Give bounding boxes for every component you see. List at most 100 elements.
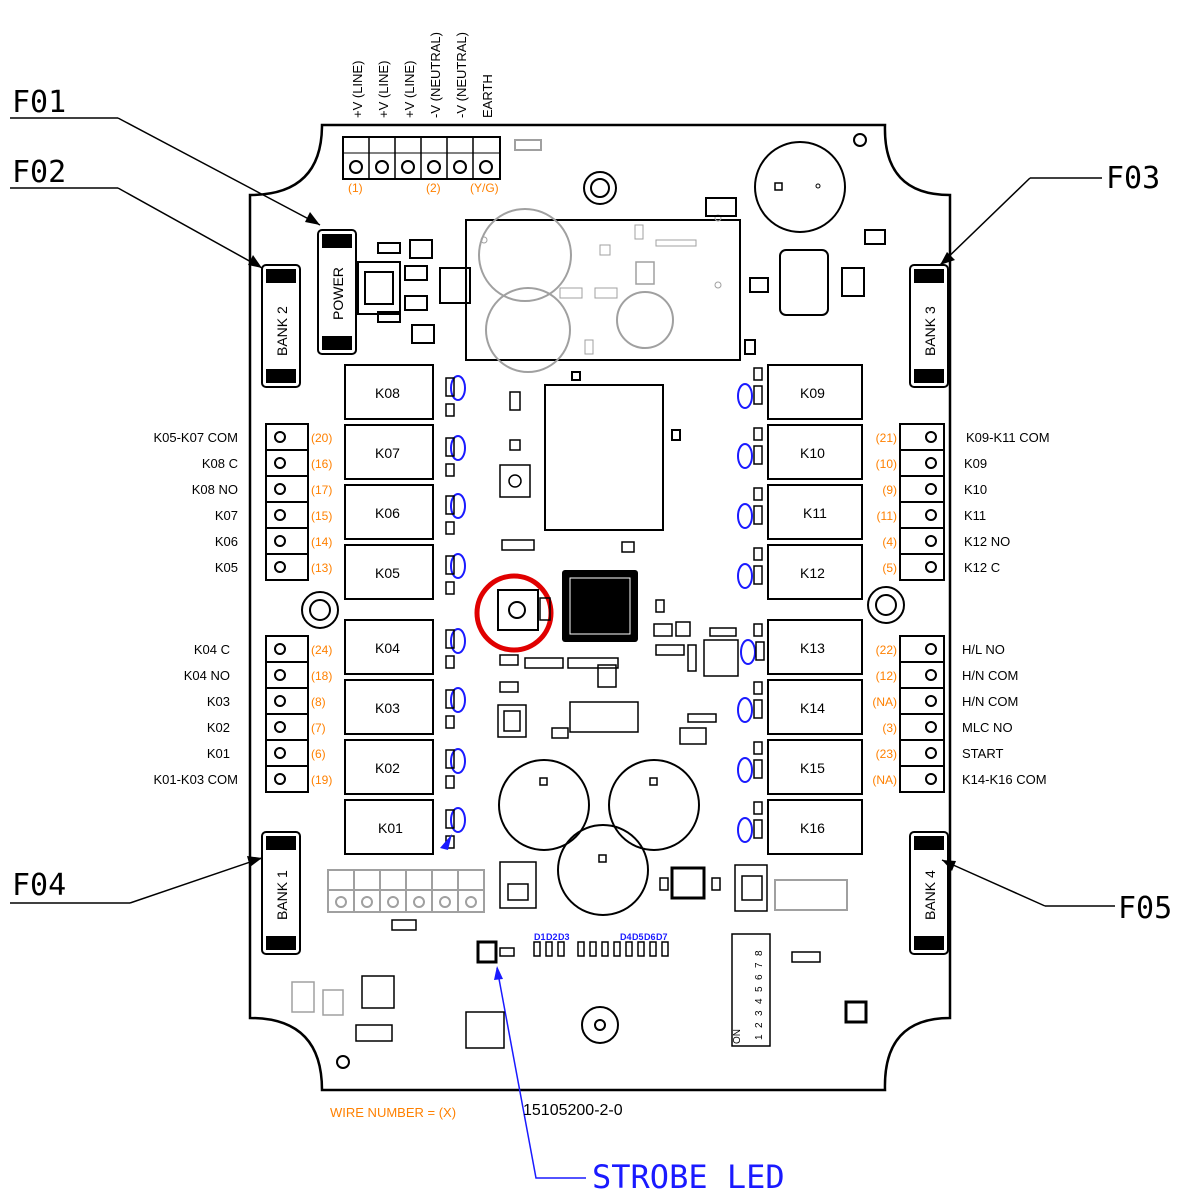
relay-k02: K02 [344,739,434,795]
svg-text:K06: K06 [215,534,238,549]
callout-strobe-led: STROBE LED [494,966,785,1194]
svg-text:(14): (14) [311,535,332,549]
svg-text:(NA): (NA) [872,695,897,709]
svg-text:K12 NO: K12 NO [964,534,1010,549]
svg-text:K06: K06 [375,505,400,521]
led-row [533,941,669,957]
svg-text:ON: ON [732,1029,743,1044]
svg-text:(11): (11) [877,509,897,523]
svg-text:(15): (15) [311,509,332,523]
svg-text:(NA): (NA) [872,773,897,787]
fuse-bank-2: BANK 2 [261,264,301,388]
svg-text:(20): (20) [311,431,332,445]
relay-k09: K09 [767,364,863,420]
power-components [357,139,886,355]
fuse-bank-1: BANK 1 [261,831,301,955]
svg-text:6: 6 [754,974,765,980]
svg-text:8: 8 [754,950,765,956]
callout-f04: F04 [10,856,263,904]
svg-text:K09: K09 [800,385,825,401]
svg-text:F03: F03 [1106,161,1160,196]
wire-number-note: WIRE NUMBER = (X) [330,1105,456,1120]
svg-text:K10: K10 [964,482,987,497]
svg-text:BANK 4: BANK 4 [922,870,938,920]
svg-text:(18): (18) [311,669,332,683]
svg-text:D7: D7 [656,932,668,942]
right-upper-wires: (21) (10) (9) (11) (4) (5) [876,431,897,575]
svg-text:(9): (9) [882,483,897,497]
display-module [544,371,681,531]
svg-text:K01: K01 [378,820,403,836]
svg-text:STROBE LED: STROBE LED [592,1158,785,1194]
svg-text:K10: K10 [800,445,825,461]
svg-text:(22): (22) [876,643,897,657]
lower-parts [291,861,868,1049]
svg-text:(7): (7) [311,721,326,735]
svg-text:K12: K12 [800,565,825,581]
left-lower-labels: K04 C K04 NO K03 K02 K01 K01-K03 COM [153,642,238,787]
relay-k16: K16 [767,799,863,855]
svg-text:+V (LINE): +V (LINE) [350,61,365,118]
mounting-holes [301,133,905,1069]
svg-text:5: 5 [754,986,765,992]
svg-text:(17): (17) [311,483,332,497]
terminal-left-upper [265,423,309,581]
svg-text:H/N COM: H/N COM [962,668,1018,683]
top-terminal-labels: +V (LINE) +V (LINE) +V (LINE) -V (NEUTRA… [350,32,495,118]
relay-k07: K07 [344,424,434,480]
relay-leds-left [450,375,466,833]
top-terminal-block [342,136,501,180]
svg-text:(3): (3) [882,721,897,735]
left-upper-labels: K05-K07 COM K08 C K08 NO K07 K06 K05 [153,430,238,575]
terminal-left-lower [265,635,309,793]
svg-text:D6: D6 [644,932,656,942]
svg-text:(5): (5) [882,561,897,575]
svg-text:1: 1 [754,1034,765,1040]
svg-text:D4: D4 [620,932,632,942]
svg-text:BANK 2: BANK 2 [274,306,290,356]
svg-text:-V (NEUTRAL): -V (NEUTRAL) [428,32,443,118]
led-marker [440,834,452,850]
relay-k11: K11 [767,484,863,540]
svg-text:K02: K02 [375,760,400,776]
relay-k04: K04 [344,619,434,675]
svg-text:K05: K05 [375,565,400,581]
svg-text:D3: D3 [558,932,570,942]
fuse-bank-4: BANK 4 [909,831,949,955]
svg-text:K07: K07 [375,445,400,461]
svg-text:3: 3 [754,1010,765,1016]
svg-text:(12): (12) [876,669,897,683]
svg-text:(23): (23) [876,747,897,761]
svg-text:K08 C: K08 C [202,456,238,471]
svg-text:D5: D5 [632,932,644,942]
relay-k13: K13 [767,619,863,675]
svg-text:K01: K01 [207,746,230,761]
callout-f02: F02 [10,155,263,269]
svg-text:(6): (6) [311,747,326,761]
svg-text:F04: F04 [12,868,66,903]
svg-text:F05: F05 [1118,891,1172,926]
svg-text:K03: K03 [207,694,230,709]
left-upper-wires: (20) (16) (17) (15) (14) (13) [311,431,332,575]
relay-k08: K08 [344,364,434,420]
svg-text:BANK 1: BANK 1 [274,870,290,920]
svg-text:K16: K16 [800,820,825,836]
relay-k14: K14 [767,679,863,735]
svg-text:2: 2 [754,1022,765,1028]
svg-text:F01: F01 [12,85,66,120]
relays: K08 K07 K06 K05 K04 K03 K02 K01 K09 K10 … [344,364,863,855]
relay-diodes [445,367,765,849]
right-upper-labels: K09-K11 COM K09 K10 K11 K12 NO K12 C [964,430,1050,575]
power-module [465,208,741,373]
svg-text:D2: D2 [546,932,558,942]
svg-text:F02: F02 [12,155,66,190]
svg-text:K03: K03 [375,700,400,716]
svg-text:K08 NO: K08 NO [192,482,238,497]
svg-text:K04 NO: K04 NO [184,668,230,683]
relay-leds-right [737,383,756,843]
microcontroller [562,570,638,642]
relay-k01: K01 [344,799,434,855]
svg-text:(10): (10) [876,457,897,471]
relay-k03: K03 [344,679,434,735]
